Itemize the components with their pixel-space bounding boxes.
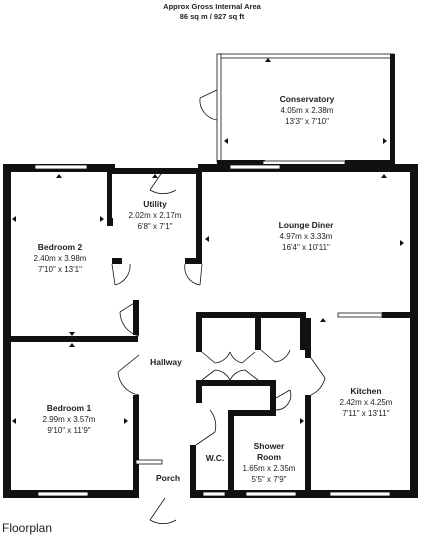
utility-metric: 2.02m x 2.17m — [129, 211, 182, 220]
porch-name: Porch — [156, 473, 180, 483]
doors — [111, 167, 326, 524]
conservatory-metric: 4.05m x 2.38m — [281, 106, 334, 115]
bedroom1-name: Bedroom 1 — [47, 403, 92, 413]
room-shower-label: Shower Room 1.65m x 2.35m 5'5" x 7'9" — [243, 441, 296, 484]
exterior-walls — [3, 164, 418, 498]
floorplan-caption: Floorplan — [2, 521, 53, 535]
conservatory-imperial: 13'3" x 7'10" — [285, 117, 329, 126]
lounge-name: Lounge Diner — [279, 220, 334, 230]
room-markers — [12, 58, 404, 424]
lounge-imperial: 16'4" x 10'11" — [282, 243, 330, 252]
interior-walls — [3, 168, 418, 498]
room-bedroom1-label: Bedroom 1 2.99m x 3.57m 9'10" x 11'9" — [43, 403, 96, 435]
hallway-name: Hallway — [150, 357, 182, 367]
conservatory-name: Conservatory — [280, 94, 335, 104]
shower-name-line2: Room — [257, 452, 282, 462]
shower-metric: 1.65m x 2.35m — [243, 464, 296, 473]
area-value: 86 sq m / 927 sq ft — [180, 12, 245, 21]
wc-name: W.C. — [206, 453, 224, 463]
room-bedroom2-label: Bedroom 2 2.40m x 3.98m 7'10" x 13'1" — [34, 242, 87, 274]
bedroom1-imperial: 9'10" x 11'9" — [47, 426, 90, 435]
utility-imperial: 6'8" x 7'1" — [138, 222, 173, 231]
bedroom1-metric: 2.99m x 3.57m — [43, 415, 96, 424]
bedroom2-name: Bedroom 2 — [38, 242, 83, 252]
kitchen-metric: 2.42m x 4.25m — [340, 398, 393, 407]
room-utility-label: Utility 2.02m x 2.17m 6'8" x 7'1" — [129, 199, 182, 231]
room-kitchen-label: Kitchen 2.42m x 4.25m 7'11" x 13'11" — [340, 386, 393, 418]
utility-name: Utility — [143, 199, 167, 209]
room-conservatory-label: Conservatory 4.05m x 2.38m 13'3" x 7'10" — [280, 94, 335, 126]
room-lounge-label: Lounge Diner 4.97m x 3.33m 16'4" x 10'11… — [279, 220, 334, 252]
bedroom2-imperial: 7'10" x 13'1" — [38, 265, 82, 274]
area-title: Approx Gross Internal Area — [163, 2, 261, 11]
kitchen-name: Kitchen — [350, 386, 381, 396]
lounge-metric: 4.97m x 3.33m — [280, 232, 333, 241]
kitchen-imperial: 7'11" x 13'11" — [342, 409, 389, 418]
shower-imperial: 5'5" x 7'9" — [252, 475, 287, 484]
shower-name: Shower — [254, 441, 285, 451]
bedroom2-metric: 2.40m x 3.98m — [34, 254, 87, 263]
